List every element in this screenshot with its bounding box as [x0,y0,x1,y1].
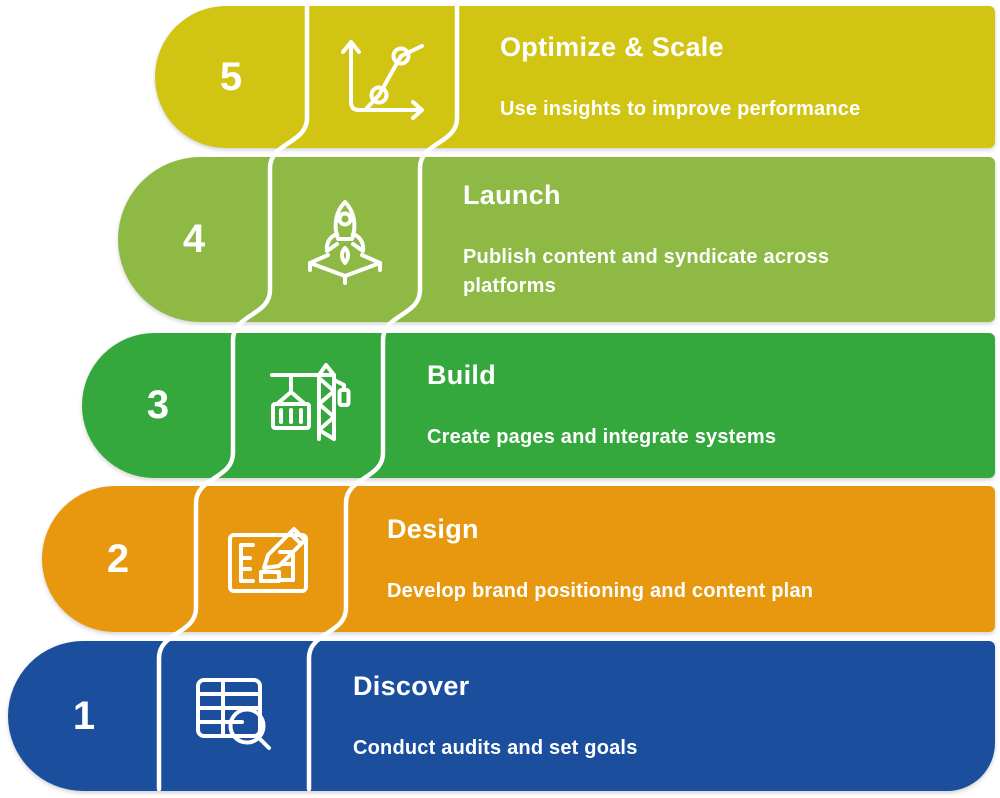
table-search-icon [196,678,271,750]
blueprint-pencil-icon [228,527,308,593]
step-row-4: 4 Launch Publish content and syndicate a… [118,157,995,322]
step-row-5: 5 Optimize & Scale Use insights to impro… [155,6,995,148]
step-row-2: 2 Design Develop brand positioning and c… [42,486,995,632]
step-icon-cell [234,333,384,478]
step-number: 2 [106,536,130,581]
step-title: Design [387,513,479,544]
step-description: Develop brand positioning and content pl… [387,579,814,602]
step-description: Create pages and integrate systems [427,426,777,448]
step-number: 1 [72,693,96,738]
construction-crane-icon [270,362,351,441]
step-title: Optimize & Scale [500,31,724,62]
step-text: Launch Publish content and syndicate acr… [463,157,979,322]
step-description: Publish content and syndicate across pla… [463,245,830,297]
step-icon-cell [194,486,344,632]
step-number: 5 [219,54,243,99]
step-text: Optimize & Scale Use insights to improve… [500,6,979,148]
step-number: 3 [146,383,170,427]
step-title: Discover [353,670,470,701]
step-description: Use insights to improve performance [500,97,861,120]
step-icon-cell [160,641,310,791]
step-title: Build [427,360,496,390]
step-title: Launch [463,179,561,210]
step-text: Discover Conduct audits and set goals [353,641,979,791]
step-icon-cell [270,157,420,322]
step-text: Build Create pages and integrate systems [427,333,979,478]
rocket-launch-icon [308,199,382,285]
growth-chart-icon [341,40,424,120]
step-row-3: 3 Build Create pages and integrate syste… [82,333,995,478]
step-number: 4 [182,217,206,261]
step-text: Design Develop brand positioning and con… [387,486,979,632]
step-row-1: 1 Discover Conduct audits and set goals [8,641,995,791]
step-icon-cell [307,6,457,148]
step-description: Conduct audits and set goals [353,736,638,759]
